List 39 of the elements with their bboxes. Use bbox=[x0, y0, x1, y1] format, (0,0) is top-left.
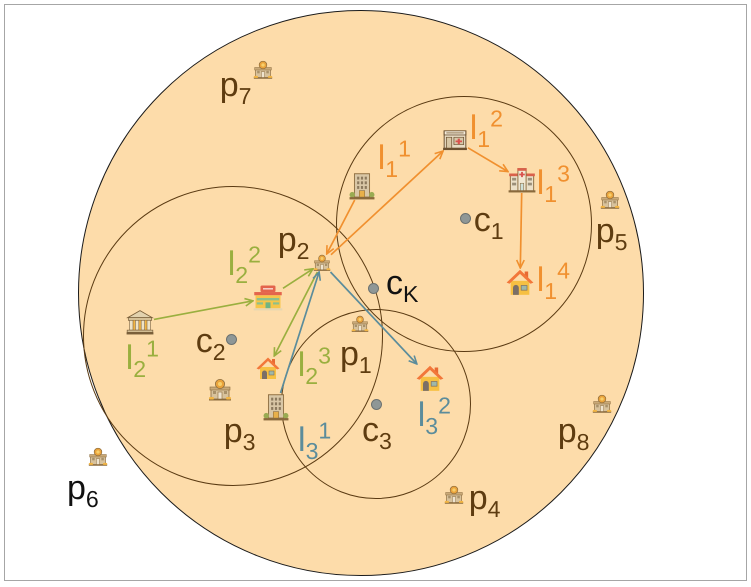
pharmacy-icon bbox=[442, 128, 468, 151]
arrow bbox=[280, 271, 322, 394]
point-label: p$_{8}$ bbox=[558, 410, 590, 451]
shop-icon bbox=[600, 190, 620, 210]
shopping-mall-icon bbox=[252, 284, 283, 311]
hospital-icon bbox=[508, 166, 536, 193]
shop-icon bbox=[351, 315, 369, 333]
point-label: p$_{5}$ bbox=[596, 210, 628, 251]
shop-icon bbox=[444, 484, 464, 505]
arrow bbox=[154, 298, 254, 320]
arrow bbox=[282, 268, 314, 290]
house-icon bbox=[416, 364, 444, 392]
dot-icon bbox=[460, 213, 472, 224]
arrow bbox=[330, 271, 418, 365]
arrow bbox=[273, 272, 318, 357]
office-building-icon bbox=[348, 172, 375, 200]
point-label: p$_{3}$ bbox=[224, 410, 256, 451]
bank-icon bbox=[126, 308, 154, 335]
shop-icon bbox=[592, 394, 612, 414]
center-label: c$_{K}$ bbox=[386, 263, 418, 303]
arrow bbox=[326, 200, 356, 255]
point-label: p$_{2}$ bbox=[278, 220, 310, 260]
center-label: c$_{2}$ bbox=[196, 320, 226, 361]
office-building-icon bbox=[263, 393, 289, 421]
arrow bbox=[468, 147, 509, 172]
center-label: c$_{3}$ bbox=[362, 410, 392, 450]
point-label: p$_{6}$ bbox=[67, 468, 99, 508]
house-icon bbox=[506, 268, 534, 296]
shop-icon bbox=[208, 378, 232, 402]
point-label: p$_{1}$ bbox=[340, 334, 372, 374]
dot-icon bbox=[226, 334, 238, 346]
shop-icon bbox=[252, 60, 273, 80]
shop-icon bbox=[312, 254, 331, 272]
house-icon bbox=[256, 356, 280, 380]
arrow bbox=[330, 150, 444, 256]
center-label: c$_{1}$ bbox=[474, 200, 504, 240]
point-label: p$_{4}$ bbox=[468, 478, 500, 518]
point-label: p$_{7}$ bbox=[220, 64, 252, 105]
arrow bbox=[516, 192, 526, 269]
